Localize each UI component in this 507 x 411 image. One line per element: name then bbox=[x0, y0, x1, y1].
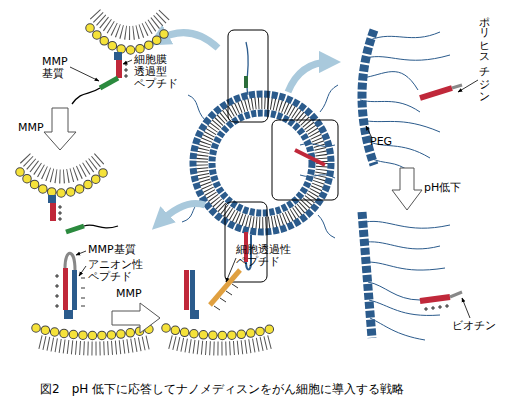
peg-panel bbox=[360, 30, 478, 172]
leader-line bbox=[123, 60, 132, 64]
plus-marks bbox=[55, 274, 59, 308]
peg-chain bbox=[318, 215, 335, 238]
lipid-heads bbox=[36, 328, 154, 336]
peg-chains bbox=[182, 85, 338, 238]
peg-chain bbox=[300, 144, 335, 178]
part-label: MMP基質 bbox=[88, 244, 148, 256]
leader-line bbox=[79, 266, 86, 276]
part-label: アニオン性 ペプチド bbox=[88, 259, 148, 283]
anchor bbox=[114, 52, 122, 60]
curved-arrow bbox=[160, 203, 205, 222]
charge-marks bbox=[214, 284, 238, 310]
part-label: MMP bbox=[18, 122, 52, 134]
lipid-tails bbox=[40, 342, 150, 349]
part-label: 細胞膜 透過型 ペプチド bbox=[134, 54, 182, 90]
lipid-heads bbox=[166, 328, 274, 336]
peg-chain bbox=[320, 85, 338, 112]
lipid-heads-inner bbox=[212, 113, 312, 213]
plus-marks bbox=[58, 205, 62, 221]
mmp-loop bbox=[65, 253, 75, 270]
lipid-tails bbox=[202, 103, 322, 223]
cell-penetrating-peptide bbox=[210, 270, 240, 305]
lipid-heads-outer bbox=[193, 94, 331, 232]
mmp-substrate bbox=[66, 226, 84, 232]
anionic-bar bbox=[72, 270, 77, 310]
lipid-panel bbox=[36, 251, 154, 349]
block-arrow bbox=[392, 168, 422, 210]
liposome bbox=[193, 94, 331, 232]
peptide-bar bbox=[63, 268, 68, 310]
part-label: pH低下 bbox=[424, 182, 468, 194]
peg-chain bbox=[84, 225, 118, 228]
lipid-head-outline bbox=[166, 328, 274, 336]
block-arrow bbox=[44, 108, 76, 150]
leader-line bbox=[458, 80, 478, 92]
inset-box bbox=[225, 202, 267, 282]
lipid-panel bbox=[20, 158, 118, 232]
polyhistidine-bar bbox=[420, 297, 450, 301]
leader-line bbox=[226, 258, 236, 282]
inset-box bbox=[272, 120, 338, 200]
polyhistidine-bar bbox=[295, 150, 325, 165]
lipid-head-outline bbox=[20, 172, 104, 193]
biotin bbox=[452, 85, 462, 88]
flow-arrows bbox=[158, 33, 330, 222]
peptide-segment bbox=[244, 76, 248, 88]
lipid-heads bbox=[362, 212, 372, 338]
curved-arrow bbox=[288, 62, 330, 92]
polyhistidine-bar bbox=[420, 88, 452, 98]
leader-line bbox=[462, 298, 470, 318]
peptide-bar bbox=[50, 203, 56, 221]
peptide-bar bbox=[184, 270, 189, 310]
plus-marks bbox=[424, 304, 449, 311]
mmp-substrate bbox=[100, 78, 118, 88]
vertical-label: ポリヒスチジン bbox=[478, 8, 490, 98]
leader-line bbox=[76, 251, 86, 255]
biotin bbox=[450, 292, 462, 297]
inset-box bbox=[228, 30, 268, 122]
peg-chain bbox=[72, 88, 100, 104]
lipid-tails bbox=[95, 14, 165, 33]
figure-caption: 図2 pH 低下に応答してナノメディスンをがん細胞に導入する戦略 bbox=[40, 382, 404, 396]
peg-chain bbox=[188, 95, 205, 120]
peg-chains bbox=[365, 221, 450, 340]
leader-line bbox=[70, 67, 99, 81]
lipid-panel bbox=[166, 258, 274, 349]
lipid-tails bbox=[170, 342, 270, 349]
anionic-bar bbox=[190, 270, 195, 310]
lipid-heads bbox=[90, 28, 170, 50]
peg-chains bbox=[360, 32, 450, 172]
anchor bbox=[190, 310, 199, 319]
part-label: 細胞透過性 ペプチド bbox=[236, 244, 306, 268]
part-label: PEG bbox=[370, 136, 400, 148]
lipid-heads bbox=[20, 172, 104, 193]
lipid-tails bbox=[25, 158, 100, 177]
minus-marks bbox=[81, 278, 85, 306]
lipid-head-outline bbox=[90, 28, 170, 50]
part-label: MMP 基質 bbox=[42, 56, 76, 80]
anchor bbox=[48, 195, 56, 203]
lipid-head-outline bbox=[36, 328, 154, 336]
part-label: ビオチン bbox=[452, 320, 502, 332]
block-arrow bbox=[112, 303, 160, 333]
anchor bbox=[64, 310, 73, 319]
plus-marks bbox=[124, 62, 128, 78]
part-label: MMP bbox=[116, 288, 150, 300]
peptide-bar bbox=[116, 60, 122, 78]
